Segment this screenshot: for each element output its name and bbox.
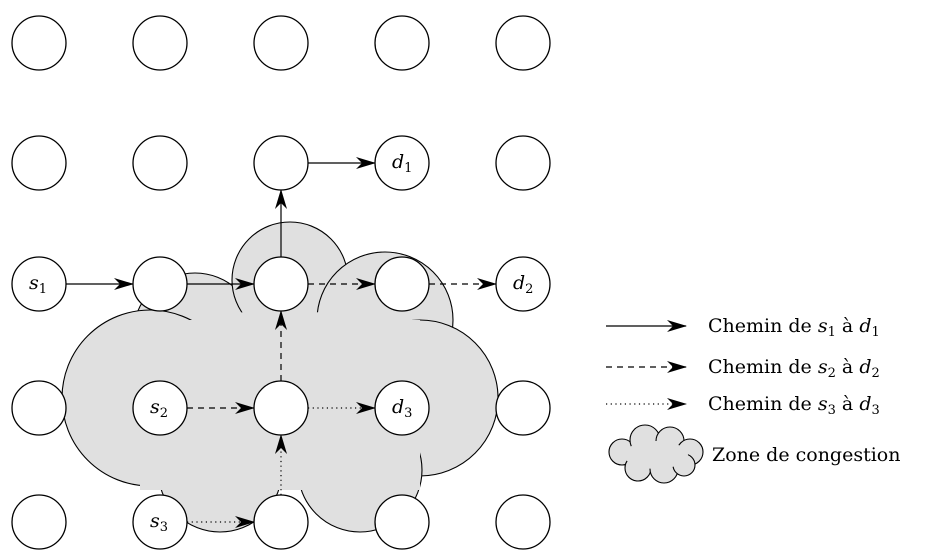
node-r2-c2	[253, 256, 309, 312]
legend-label-1-s: s	[818, 315, 828, 337]
legend-label-2-mid: à	[836, 356, 859, 378]
node-d3: d3	[374, 380, 430, 436]
node-s3: s3	[132, 494, 188, 550]
node-d2: d2	[495, 256, 551, 312]
node-r4-c4	[495, 494, 551, 550]
legend-item-3: Chemin de s3 à d3	[606, 393, 880, 418]
legend-label-1-d-sub: 1	[871, 325, 879, 340]
node-label-d1: d1	[392, 151, 412, 176]
svg-text:Chemin de s1 à d1: Chemin de s1 à d1	[708, 315, 880, 340]
node-r0-c1	[132, 15, 188, 71]
node-r0-c0	[11, 15, 67, 71]
legend-label-3-prefix: Chemin de	[708, 393, 818, 415]
node-label-s3: s3	[150, 510, 168, 535]
legend: Chemin de s1 à d1 Chemin de s2 à d2 Chem…	[606, 315, 900, 484]
legend-label-2-prefix: Chemin de	[708, 356, 818, 378]
legend-label-3-d: d	[859, 393, 871, 415]
node-r4-c3	[374, 494, 430, 550]
legend-label-3-d-sub: 3	[871, 403, 879, 418]
node-r3-c2	[253, 380, 309, 436]
node-label-d3: d3	[392, 396, 412, 421]
node-label-d2: d2	[513, 272, 533, 297]
legend-label-2-d: d	[859, 356, 871, 378]
paths-layer	[66, 157, 497, 528]
legend-label-1-prefix: Chemin de	[708, 315, 818, 337]
legend-item-1: Chemin de s1 à d1	[606, 315, 880, 340]
node-r4-c0	[11, 494, 67, 550]
node-r3-c4	[495, 380, 551, 436]
legend-item-2: Chemin de s2 à d2	[606, 356, 880, 381]
legend-label-3-s: s	[818, 393, 828, 415]
legend-cloud-icon	[608, 424, 704, 484]
legend-label-1-s-sub: 1	[828, 325, 836, 340]
node-r0-c3	[374, 15, 430, 71]
legend-label-1-mid: à	[836, 315, 859, 337]
node-label-s1: s1	[29, 272, 47, 297]
svg-text:Chemin de s2 à d2: Chemin de s2 à d2	[708, 356, 880, 381]
legend-label-1-d: d	[859, 315, 871, 337]
nodes-layer: d1 s1 d2 s2 d3 s3	[11, 15, 551, 550]
svg-text:Chemin de s3 à d3: Chemin de s3 à d3	[708, 393, 880, 418]
node-d1: d1	[374, 135, 430, 191]
legend-label-3-mid: à	[836, 393, 859, 415]
node-r1-c1	[132, 135, 188, 191]
node-r0-c4	[495, 15, 551, 71]
node-r2-c1	[132, 256, 188, 312]
legend-item-zone: Zone de congestion	[608, 424, 900, 484]
legend-label-2-s-sub: 2	[828, 366, 836, 381]
legend-label-3-s-sub: 3	[828, 403, 836, 418]
node-s1: s1	[11, 256, 67, 312]
legend-label-2-s: s	[818, 356, 828, 378]
legend-zone-label: Zone de congestion	[712, 444, 900, 466]
node-r1-c0	[11, 135, 67, 191]
node-label-s2: s2	[150, 396, 168, 421]
node-r1-c4	[495, 135, 551, 191]
node-r0-c2	[253, 15, 309, 71]
node-r3-c0	[11, 380, 67, 436]
node-r2-c3	[374, 256, 430, 312]
legend-label-2-d-sub: 2	[871, 366, 879, 381]
node-s2: s2	[132, 380, 188, 436]
node-r4-c2	[253, 494, 309, 550]
node-r1-c2	[253, 135, 309, 191]
